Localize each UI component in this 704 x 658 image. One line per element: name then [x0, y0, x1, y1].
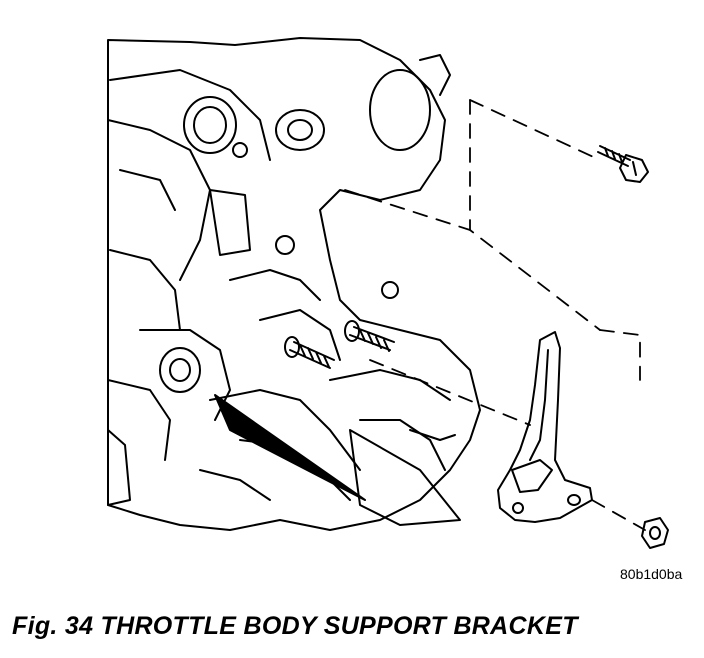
- figure-caption: Fig. 34 THROTTLE BODY SUPPORT BRACKET: [12, 612, 578, 640]
- upper-bolt: [597, 145, 649, 183]
- bracket-studs: [284, 320, 395, 369]
- explode-lines: [344, 99, 646, 531]
- figure-reference-code: 80b1d0ba: [620, 566, 683, 582]
- throttle-body-bracket-illustration: [107, 37, 669, 549]
- lower-nut: [641, 517, 669, 549]
- support-bracket: [497, 331, 593, 523]
- engine-assembly: [107, 37, 481, 531]
